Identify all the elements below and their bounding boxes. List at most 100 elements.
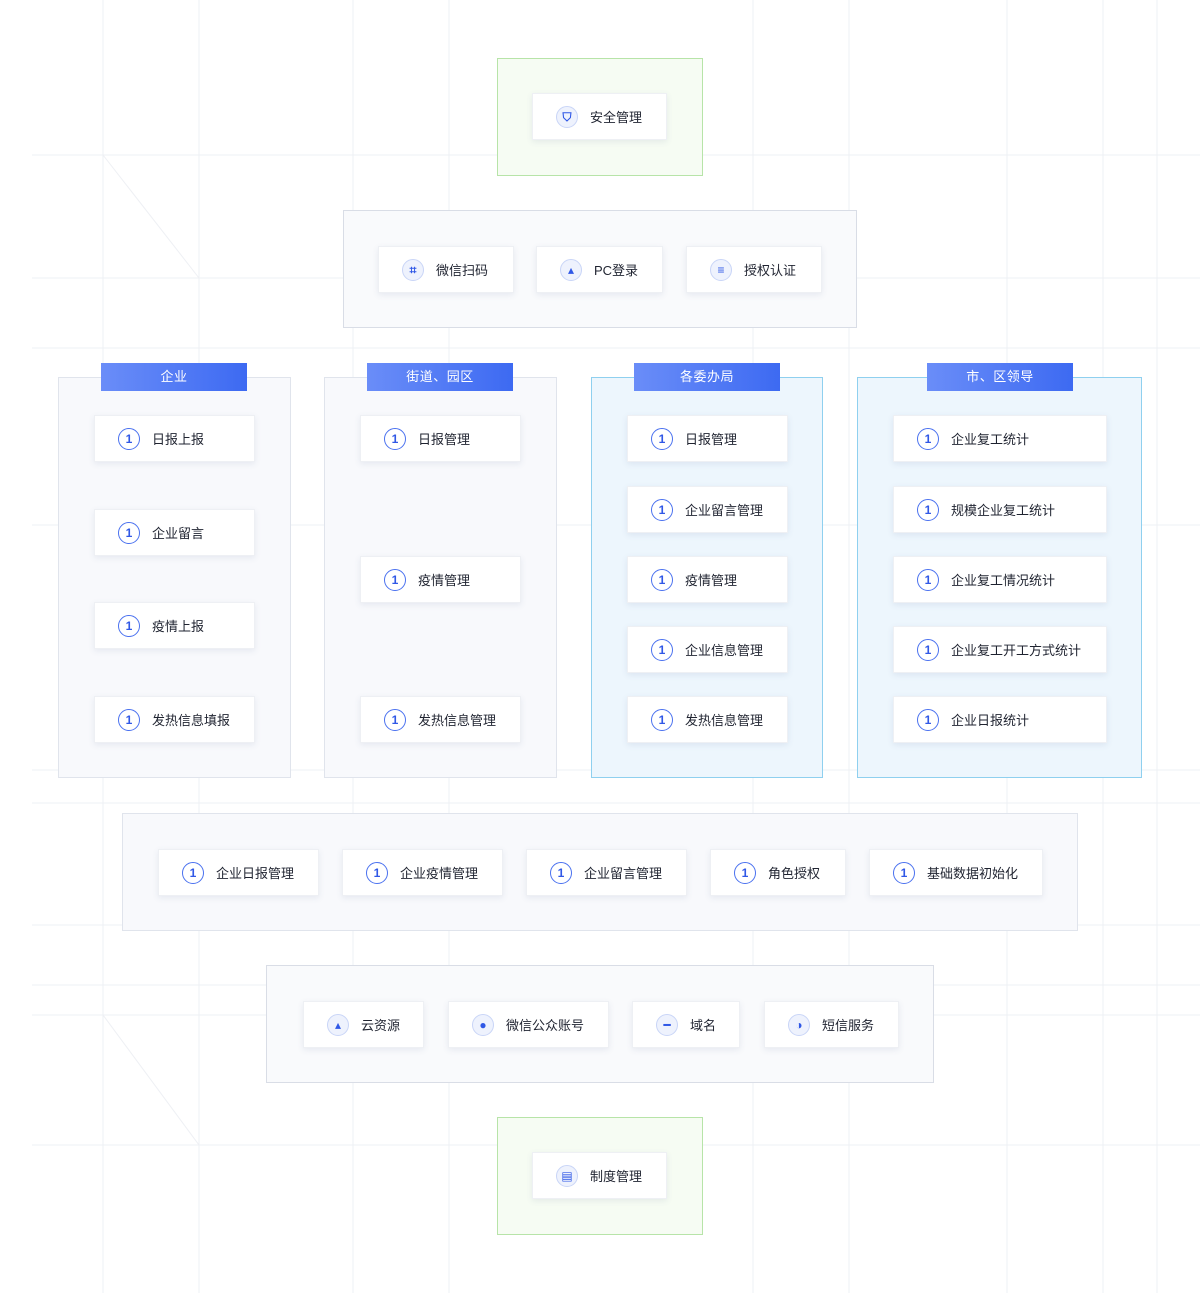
list-item[interactable]: 1 企业疫情管理 bbox=[342, 849, 503, 896]
card-label: 发热信息管理 bbox=[418, 713, 497, 728]
column-title: 街道、园区 bbox=[367, 363, 513, 391]
sms-icon: ◑ bbox=[788, 1013, 810, 1036]
number-one-icon: 1 bbox=[917, 568, 939, 591]
card-label: 疫情管理 bbox=[685, 573, 738, 588]
card-label: 企业留言 bbox=[152, 526, 205, 541]
card-label: 日报管理 bbox=[685, 432, 738, 447]
column-title: 市、区领导 bbox=[927, 363, 1073, 391]
list-item[interactable]: 1 日报管理 bbox=[360, 415, 521, 462]
authorize-icon: ≡ bbox=[710, 258, 732, 281]
card-label: 规模企业复工统计 bbox=[951, 503, 1056, 518]
card-label: 发热信息填报 bbox=[152, 713, 231, 728]
city-district-leaders-column: 市、区领导 1 企业复工统计 1 规模企业复工统计 1 企业复工情况统计 1 企… bbox=[857, 363, 1142, 778]
card-label: 企业信息管理 bbox=[685, 643, 764, 658]
list-item[interactable]: 1 企业复工情况统计 bbox=[893, 556, 1107, 603]
list-item[interactable]: 1 疫情上报 bbox=[94, 602, 255, 649]
card-label: 授权认证 bbox=[744, 263, 797, 278]
number-one-icon: 1 bbox=[118, 614, 140, 637]
authorize-card[interactable]: ≡ 授权认证 bbox=[686, 246, 822, 293]
security-layer: ⛉ 安全管理 bbox=[497, 58, 703, 176]
pc-icon: ▴ bbox=[560, 258, 582, 281]
list-item[interactable]: 1 企业留言管理 bbox=[526, 849, 687, 896]
list-item[interactable]: 1 角色授权 bbox=[710, 849, 846, 896]
card-label: 企业复工情况统计 bbox=[951, 573, 1056, 588]
card-label: 企业留言管理 bbox=[685, 503, 764, 518]
list-item[interactable]: 1 疫情管理 bbox=[627, 556, 788, 603]
commissions-bureaus-column: 各委办局 1 日报管理 1 企业留言管理 1 疫情管理 1 企业信息管理 1 发… bbox=[591, 363, 823, 778]
list-item[interactable]: 1 企业信息管理 bbox=[627, 626, 788, 673]
card-label: 企业日报统计 bbox=[951, 713, 1030, 728]
list-item[interactable]: 1 发热信息管理 bbox=[627, 696, 788, 743]
auth-layer: ⌗ 微信扫码 ▴ PC登录 ≡ 授权认证 bbox=[343, 210, 857, 328]
list-item[interactable]: 1 规模企业复工统计 bbox=[893, 486, 1107, 533]
number-one-icon: 1 bbox=[651, 498, 673, 521]
card-label: 企业复工统计 bbox=[951, 432, 1030, 447]
admin-layer: 1 企业日报管理 1 企业疫情管理 1 企业留言管理 1 角色授权 1 基础数据… bbox=[122, 813, 1078, 931]
list-item[interactable]: 1 企业日报管理 bbox=[158, 849, 319, 896]
wechat-account-card[interactable]: ● 微信公众账号 bbox=[448, 1001, 609, 1048]
domain-icon: ━ bbox=[656, 1013, 678, 1036]
number-one-icon: 1 bbox=[651, 708, 673, 731]
pc-login-card[interactable]: ▴ PC登录 bbox=[536, 246, 663, 293]
number-one-icon: 1 bbox=[118, 427, 140, 450]
number-one-icon: 1 bbox=[366, 861, 388, 884]
list-item[interactable]: 1 企业留言 bbox=[94, 509, 255, 556]
street-park-column: 街道、园区 1 日报管理 1 疫情管理 1 发热信息管理 bbox=[324, 363, 557, 778]
list-item[interactable]: 1 发热信息填报 bbox=[94, 696, 255, 743]
wechat-scan-card[interactable]: ⌗ 微信扫码 bbox=[378, 246, 514, 293]
enterprise-column: 企业 1 日报上报 1 企业留言 1 疫情上报 1 发热信息填报 bbox=[58, 363, 291, 778]
list-item[interactable]: 1 疫情管理 bbox=[360, 556, 521, 603]
number-one-icon: 1 bbox=[118, 521, 140, 544]
number-one-icon: 1 bbox=[917, 708, 939, 731]
list-item[interactable]: 1 基础数据初始化 bbox=[869, 849, 1043, 896]
card-label: 安全管理 bbox=[590, 110, 643, 125]
list-item[interactable]: 1 企业复工开工方式统计 bbox=[893, 626, 1107, 673]
infrastructure-layer: ▴ 云资源 ● 微信公众账号 ━ 域名 ◑ 短信服务 bbox=[266, 965, 934, 1083]
card-label: 疫情上报 bbox=[152, 619, 205, 634]
card-label: 基础数据初始化 bbox=[927, 866, 1019, 881]
card-label: 疫情管理 bbox=[418, 573, 471, 588]
list-item[interactable]: 1 日报管理 bbox=[627, 415, 788, 462]
number-one-icon: 1 bbox=[651, 638, 673, 661]
number-one-icon: 1 bbox=[917, 638, 939, 661]
column-title: 各委办局 bbox=[634, 363, 780, 391]
number-one-icon: 1 bbox=[651, 568, 673, 591]
number-one-icon: 1 bbox=[917, 427, 939, 450]
wechat-icon: ● bbox=[472, 1013, 494, 1036]
policy-layer: ▤ 制度管理 bbox=[497, 1117, 703, 1235]
list-item[interactable]: 1 发热信息管理 bbox=[360, 696, 521, 743]
number-one-icon: 1 bbox=[734, 861, 756, 884]
card-label: 日报管理 bbox=[418, 432, 471, 447]
card-label: 企业复工开工方式统计 bbox=[951, 643, 1082, 658]
cloud-icon: ▴ bbox=[327, 1013, 349, 1036]
number-one-icon: 1 bbox=[550, 861, 572, 884]
card-label: 企业疫情管理 bbox=[400, 866, 479, 881]
card-label: 云资源 bbox=[361, 1018, 401, 1033]
card-label: 日报上报 bbox=[152, 432, 205, 447]
card-label: 制度管理 bbox=[590, 1169, 643, 1184]
policy-icon: ▤ bbox=[556, 1164, 578, 1187]
number-one-icon: 1 bbox=[893, 861, 915, 884]
list-item[interactable]: 1 企业日报统计 bbox=[893, 696, 1107, 743]
list-item[interactable]: 1 企业留言管理 bbox=[627, 486, 788, 533]
sms-service-card[interactable]: ◑ 短信服务 bbox=[764, 1001, 899, 1048]
card-label: 角色授权 bbox=[768, 866, 821, 881]
number-one-icon: 1 bbox=[384, 427, 406, 450]
card-label: 企业留言管理 bbox=[584, 866, 663, 881]
number-one-icon: 1 bbox=[384, 708, 406, 731]
card-label: 微信扫码 bbox=[436, 263, 489, 278]
list-item[interactable]: 1 日报上报 bbox=[94, 415, 255, 462]
shield-icon: ⛉ bbox=[556, 105, 578, 128]
column-title: 企业 bbox=[101, 363, 247, 391]
security-management-card[interactable]: ⛉ 安全管理 bbox=[532, 93, 667, 140]
scan-icon: ⌗ bbox=[402, 258, 424, 281]
policy-management-card[interactable]: ▤ 制度管理 bbox=[532, 1152, 667, 1199]
card-label: 企业日报管理 bbox=[216, 866, 295, 881]
number-one-icon: 1 bbox=[118, 708, 140, 731]
list-item[interactable]: 1 企业复工统计 bbox=[893, 415, 1107, 462]
cloud-resource-card[interactable]: ▴ 云资源 bbox=[303, 1001, 424, 1048]
domain-card[interactable]: ━ 域名 bbox=[632, 1001, 740, 1048]
card-label: 发热信息管理 bbox=[685, 713, 764, 728]
card-label: 短信服务 bbox=[822, 1018, 875, 1033]
number-one-icon: 1 bbox=[651, 427, 673, 450]
